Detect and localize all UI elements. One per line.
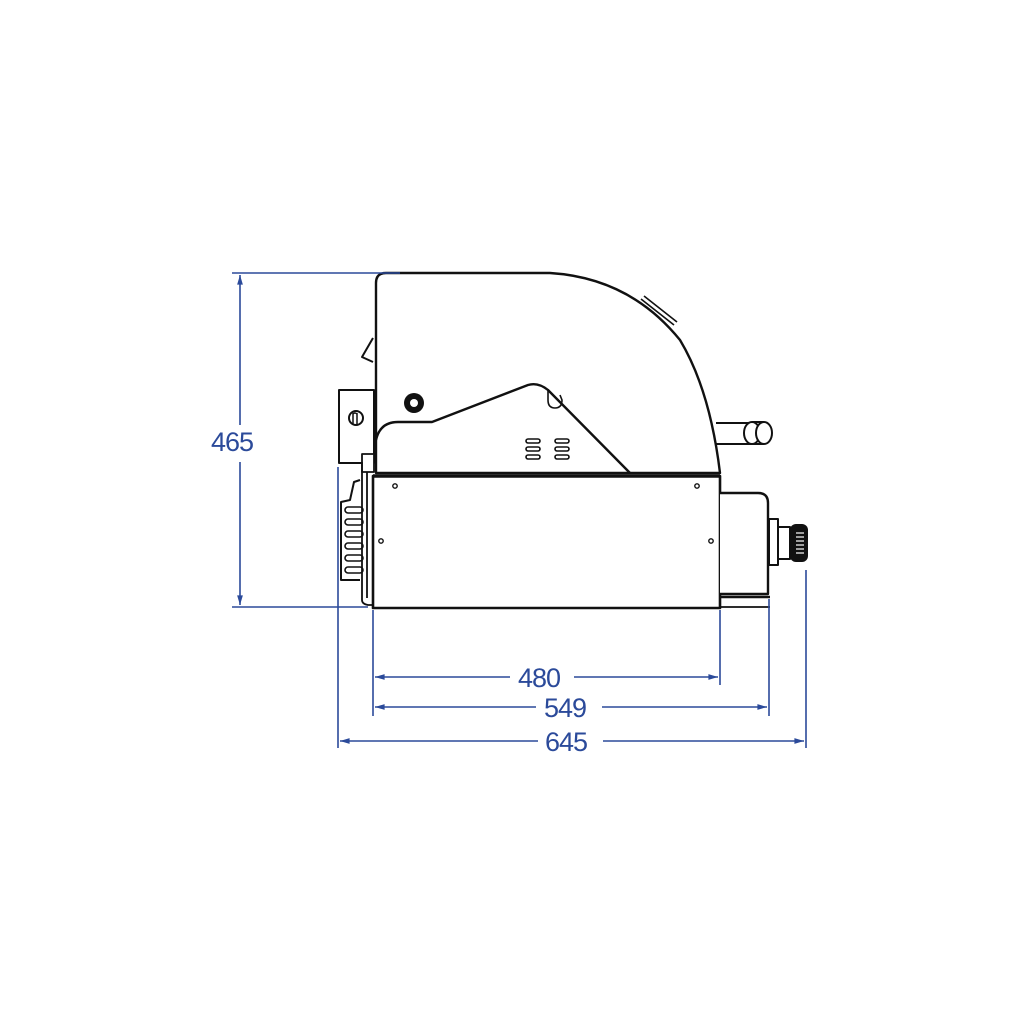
grille-slots	[344, 506, 364, 574]
overall-depth-dimension-label: 645	[545, 727, 588, 757]
hood	[374, 271, 722, 475]
hood-front-lip	[361, 337, 374, 363]
front-bracket	[338, 389, 375, 464]
hood-side-panel-edge	[374, 382, 631, 474]
grill-outline	[338, 271, 808, 610]
firebox-body	[371, 474, 722, 610]
rear-control-knob	[790, 524, 808, 562]
side-grille	[340, 479, 361, 581]
knob-collar	[768, 518, 779, 566]
body-screws	[378, 483, 714, 544]
hood-slot	[547, 389, 563, 409]
height-dimension-label: 465	[211, 427, 254, 457]
rear-flue-pipe	[716, 421, 773, 445]
dimension-lines	[232, 272, 807, 748]
body-depth-dimension-label: 480	[518, 663, 561, 693]
rear-burner-box	[720, 491, 770, 596]
hood-handle	[640, 295, 678, 326]
depth-with-control-box-dimension-label: 549	[544, 693, 587, 723]
vent-slots	[525, 438, 570, 460]
